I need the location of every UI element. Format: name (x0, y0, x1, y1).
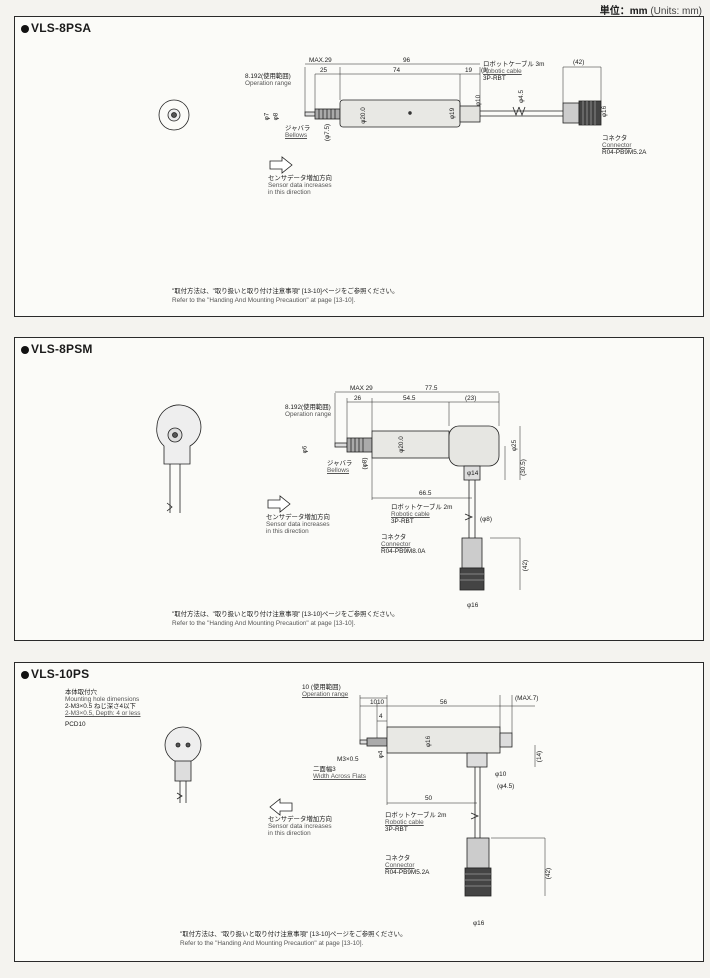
dim-conn-len: (42) (545, 867, 553, 880)
dim-phi10: φ10 (495, 771, 507, 778)
end-view (156, 404, 202, 513)
mounting-note: "取付方法は、"取り扱いと取り付け注意事項" [13-10]ページをご参照くださ… (172, 288, 399, 304)
dim-phi16b: φ16 (473, 920, 485, 927)
dim-conn-len: (42) (573, 59, 585, 66)
units-en: (Units: mm) (650, 6, 702, 17)
dim-len665: 66.5 (419, 490, 432, 497)
bellows-plunger (304, 108, 341, 120)
dim-total: 96 (403, 57, 411, 64)
dim-c: 19 (465, 67, 473, 74)
dim-max: (MAX.7) (515, 695, 539, 702)
end-view (158, 99, 190, 131)
operation-range-label: 8.192(使用範囲)Operation range (285, 404, 332, 418)
dim-phi16: φ16 (467, 602, 479, 609)
bullet-icon (21, 670, 29, 679)
panel-vls-10ps: VLS-10PS (14, 662, 704, 962)
dim-phi75: (φ7.5) (324, 123, 332, 142)
dim-c: (23) (465, 395, 477, 402)
dim-h14: (14) (536, 750, 544, 763)
dim-conn-len: (42) (522, 559, 530, 572)
connector (464, 837, 492, 897)
dim-phi16: φ16 (601, 105, 609, 118)
sensor-direction-arrow (269, 798, 293, 816)
dim-phi45: φ4.5 (518, 89, 526, 104)
dim-a: 25 (320, 67, 328, 74)
drawing-vls-8psa (158, 63, 602, 174)
sensor-body (371, 425, 500, 481)
dim-total: 77.5 (425, 385, 438, 392)
dim-c: 56 (440, 699, 448, 706)
units-label: 単位：mm (Units: mm) (600, 2, 702, 17)
sensor-direction-arrow (267, 495, 291, 513)
operation-range-label: 8.192(使用範囲)Operation range (245, 73, 292, 87)
dim-h305: (30.5) (519, 459, 527, 476)
panel-vls-8psa: VLS-8PSA (14, 16, 704, 317)
operation-range-label: 10 (使用範囲)Operation range (302, 684, 349, 698)
sensor-body (339, 99, 481, 128)
units-ja: 単位：mm (599, 6, 648, 17)
cable (464, 480, 476, 538)
drawing-vls-8psm (156, 391, 521, 591)
dim-b: 10 (377, 699, 385, 706)
dim-len50: 50 (425, 795, 433, 802)
connector (562, 100, 602, 126)
dim-phi19: φ19 (449, 107, 457, 120)
bullet-icon (21, 24, 29, 33)
dim-max: MAX.29 (309, 57, 332, 64)
dim-phi10: φ10 (475, 94, 483, 107)
panel-vls-8psm: VLS-8PSM (14, 337, 704, 641)
dimension-lines (359, 695, 546, 896)
dim-phi45: (φ4.5) (497, 783, 515, 790)
dimension-lines (304, 63, 602, 112)
dim-b: 74 (393, 67, 401, 74)
panel-title: VLS-8PSA (21, 21, 91, 35)
dim-phi20: φ20.0 (359, 107, 367, 124)
end-view (164, 726, 202, 803)
drawing-vls-10ps (164, 695, 546, 897)
mounting-note: "取付方法は、"取り扱いと取り付け注意事項" [13-10]ページをご参照くださ… (180, 931, 407, 947)
bullet-icon (21, 345, 29, 354)
dim-phi6: φ6 (301, 445, 309, 454)
bellows-plunger (334, 437, 373, 453)
dim-phi20: φ20.0 (397, 436, 405, 453)
dim-b: 54.5 (403, 395, 416, 402)
plunger (359, 737, 388, 747)
dim-four: 4 (379, 713, 383, 720)
dim-d: (3) (481, 67, 489, 74)
dim-phi8c: (φ8) (480, 516, 492, 523)
sensor-direction-arrow (269, 156, 293, 174)
cable (470, 767, 481, 838)
dim-phi7: φ7 (263, 112, 271, 121)
sensor-body (386, 726, 513, 768)
dim-phi8b: (φ8) (361, 457, 369, 470)
panel-title: VLS-8PSM (21, 342, 93, 356)
thread-label: M3×0.5 (337, 756, 359, 763)
dim-a: 26 (354, 395, 362, 402)
dim-phi14: φ14 (467, 470, 479, 477)
connector (459, 537, 485, 591)
mounting-note: "取付方法は、"取り扱いと取り付け注意事項" [13-10]ページをご参照くださ… (172, 611, 399, 627)
dim-max: MAX 29 (350, 385, 373, 392)
dim-phi8: φ8 (272, 112, 280, 121)
dim-phi4: φ4 (377, 750, 385, 759)
dim-a: 10 (370, 699, 378, 706)
panel-title: VLS-10PS (21, 667, 89, 681)
dim-phi16: φ16 (425, 735, 433, 748)
dimension-lines (334, 391, 521, 590)
cable (480, 106, 563, 117)
dim-phi25: φ25 (511, 439, 519, 452)
